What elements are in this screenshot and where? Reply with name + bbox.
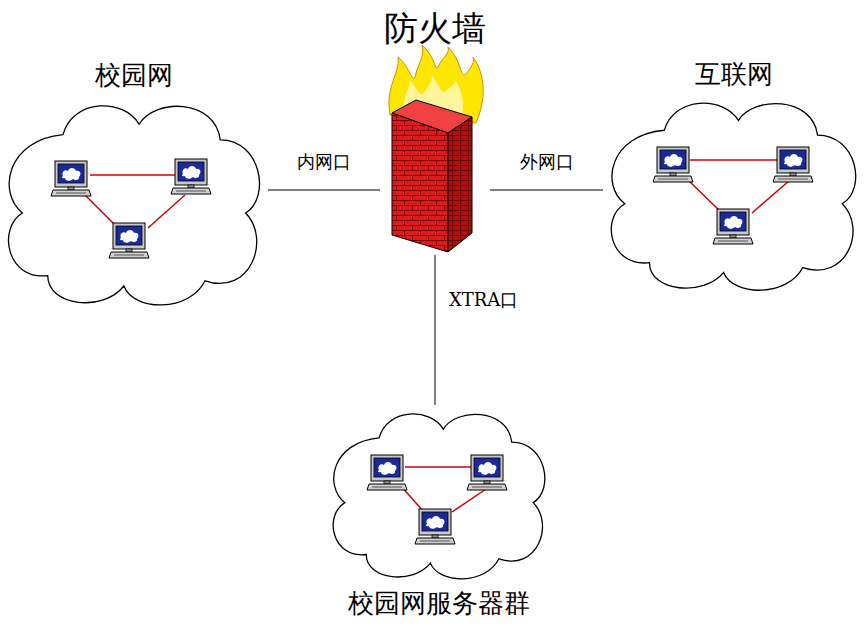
internet-computers xyxy=(653,147,813,244)
computer-icon xyxy=(109,223,149,258)
computer-icon xyxy=(773,147,813,182)
cloud-outline xyxy=(0,95,268,310)
network-name: 校园网服务器群 xyxy=(286,583,592,623)
computer-icon xyxy=(367,455,407,490)
network-link xyxy=(490,190,603,191)
server-computers xyxy=(367,455,507,544)
computer-icon xyxy=(713,209,753,244)
computer-icon xyxy=(653,147,693,182)
firewall-node: 防火墙 xyxy=(380,5,490,255)
link-lines xyxy=(688,160,790,213)
network-name: 互联网 xyxy=(563,55,864,93)
network-link xyxy=(435,255,436,405)
port-label: 外网口 xyxy=(520,150,574,174)
network-cloud: 互联网 xyxy=(603,55,864,295)
network-cloud: 校园网 xyxy=(0,55,268,310)
link-lines xyxy=(400,467,492,512)
port-label: XTRA口 xyxy=(449,288,518,312)
network-link xyxy=(268,190,380,191)
firewall-title: 防火墙 xyxy=(340,5,530,51)
cloud-outline xyxy=(603,93,864,295)
network-name: 校园网 xyxy=(0,55,308,95)
computer-icon xyxy=(467,455,507,490)
port-label: 内网口 xyxy=(297,150,351,174)
computer-icon xyxy=(415,509,455,544)
network-cloud: 校园网服务器群 xyxy=(326,405,552,623)
computer-icon xyxy=(51,161,91,196)
link-lines xyxy=(85,175,185,228)
cloud-outline xyxy=(326,405,552,583)
campus-computers xyxy=(51,159,211,258)
computer-icon xyxy=(171,159,211,194)
